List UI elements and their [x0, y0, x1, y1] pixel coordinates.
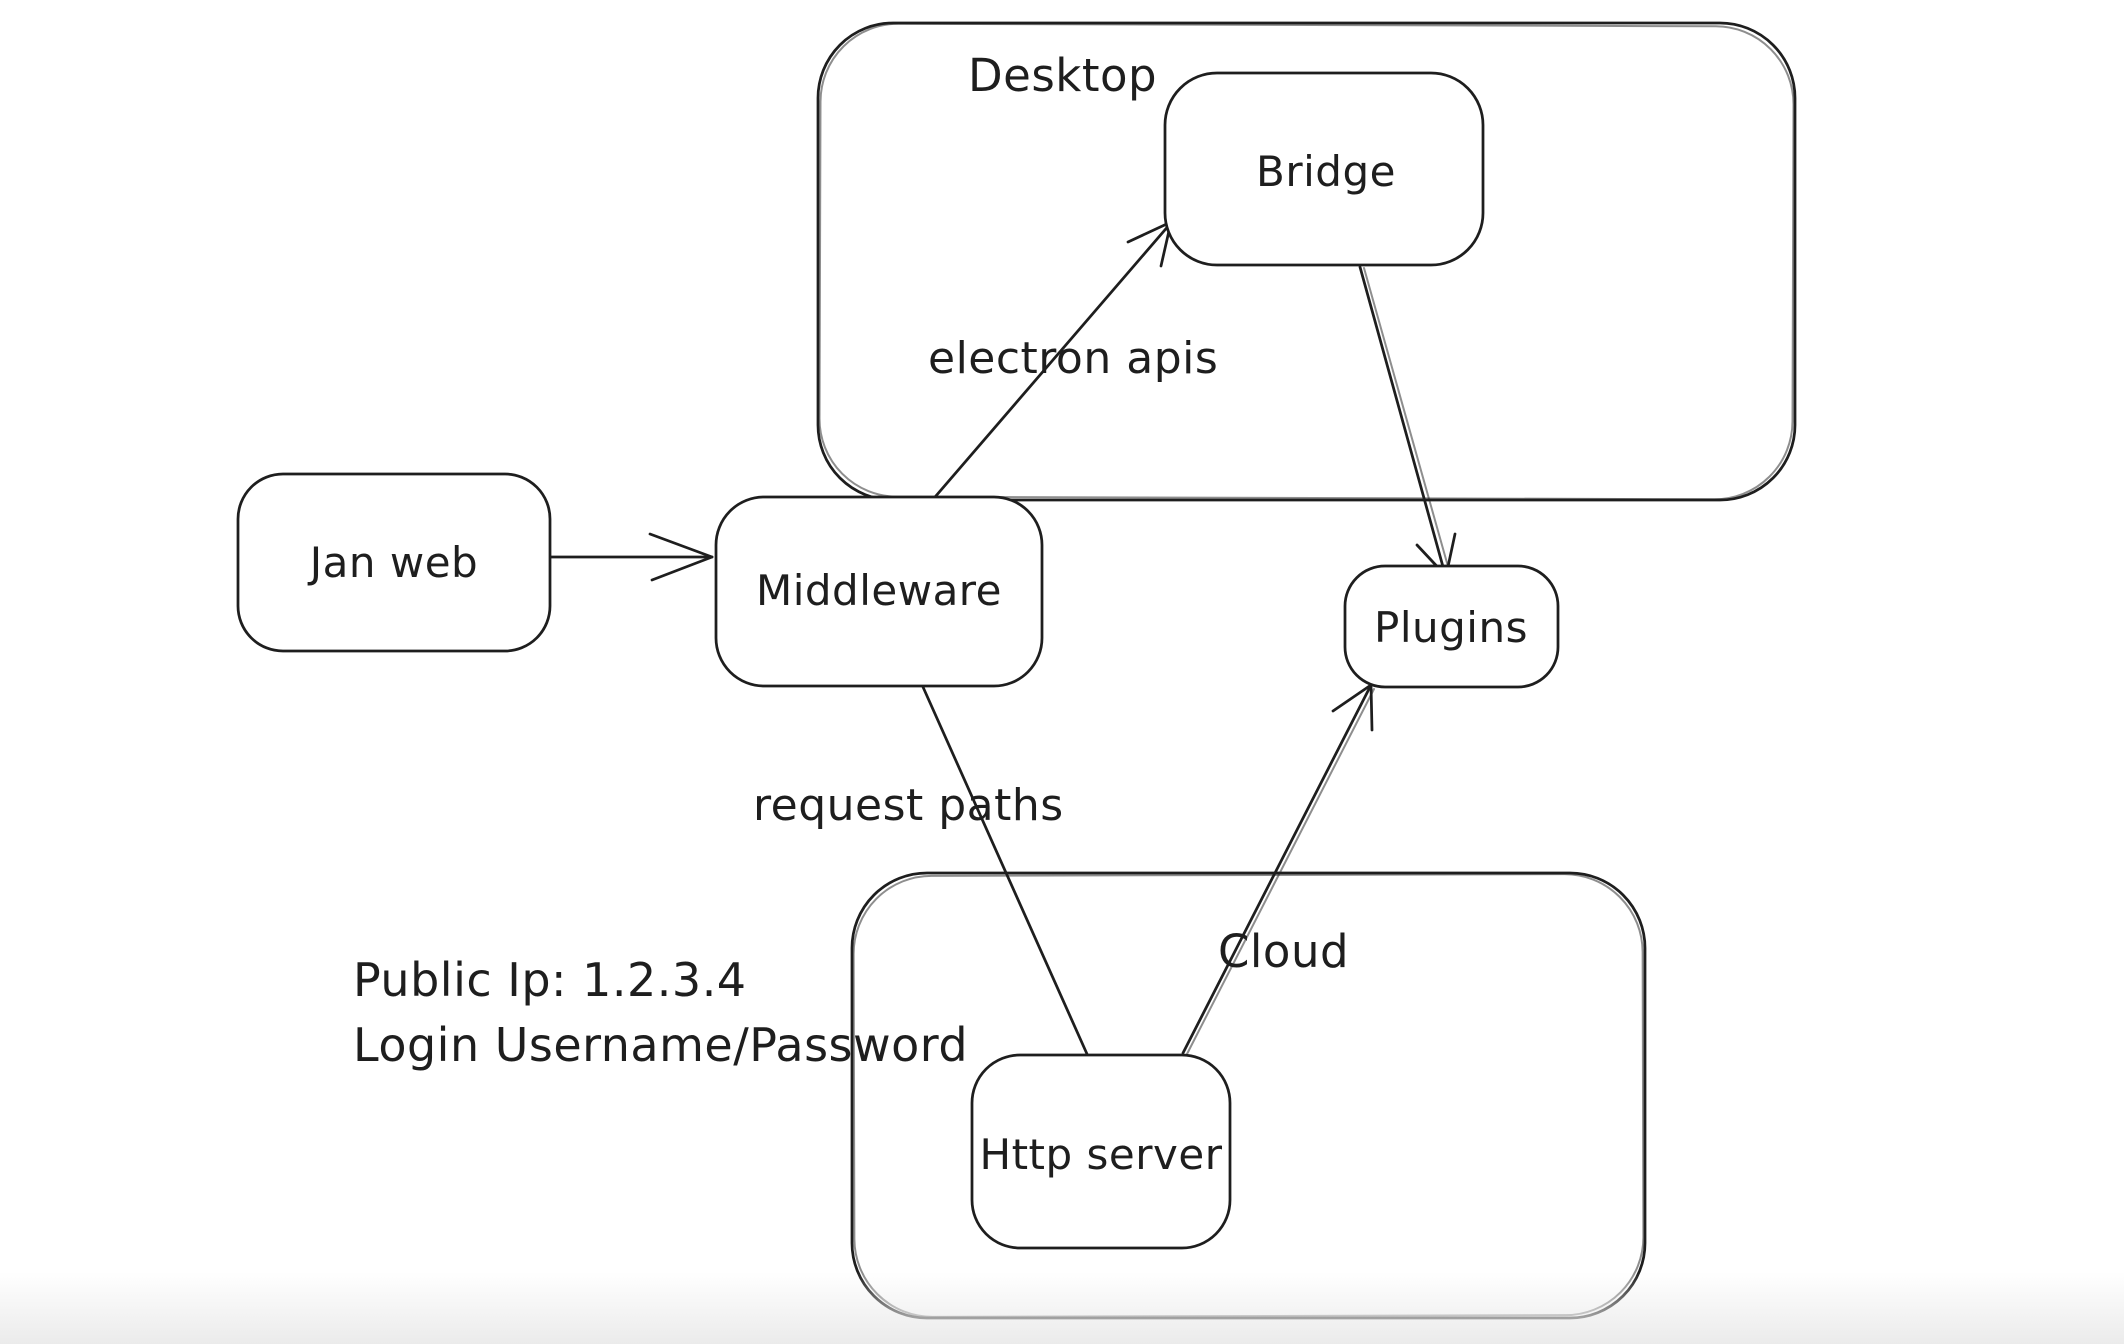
bridge-label: Bridge	[1256, 147, 1396, 196]
arrowhead-icon	[648, 532, 714, 582]
edge-jan-web-to-middleware[interactable]	[548, 532, 714, 582]
middleware-rect	[714, 495, 1044, 688]
plugins-rect	[1343, 564, 1560, 689]
edge-label-electron-apis[interactable]: electron apis	[928, 333, 1218, 384]
edge-line	[1358, 265, 1447, 576]
edge-line	[933, 222, 1172, 499]
annotation-line-2: Login Username/Password	[353, 1018, 968, 1072]
jan-web-rect	[236, 472, 552, 653]
plugins-label: Plugins	[1374, 603, 1528, 652]
jan-web-label: Jan web	[307, 538, 478, 587]
http-server-label: Http server	[980, 1130, 1223, 1179]
container-cloud[interactable]: Cloud	[850, 871, 1647, 1320]
desktop-rect	[816, 21, 1797, 502]
edge-bridge-to-plugins[interactable]	[1358, 265, 1457, 578]
edge-http-server-to-plugins[interactable]	[1181, 683, 1375, 1055]
annotation-note[interactable]: Public Ip: 1.2.3.4 Login Username/Passwo…	[353, 953, 968, 1072]
node-plugins[interactable]: Plugins	[1343, 564, 1560, 689]
node-jan-web[interactable]: Jan web	[236, 472, 552, 653]
edge-line-sketch-stroke	[1363, 267, 1450, 571]
node-middleware[interactable]: Middleware	[714, 495, 1044, 688]
container-desktop[interactable]: Desktop	[816, 21, 1797, 502]
bridge-rect	[1163, 71, 1485, 267]
node-bridge[interactable]: Bridge	[1163, 71, 1485, 267]
edge-label-request-paths[interactable]: request paths	[753, 780, 1064, 831]
edge-line	[1181, 685, 1372, 1055]
edge-middleware-to-http-server[interactable]	[921, 685, 1089, 1056]
annotation-line-1: Public Ip: 1.2.3.4	[353, 953, 747, 1007]
http-server-rect	[970, 1053, 1232, 1250]
node-http-server[interactable]: Http server	[970, 1053, 1232, 1250]
desktop-label: Desktop	[968, 49, 1157, 102]
desktop-rect-sketch-stroke	[818, 22, 1795, 501]
cloud-label: Cloud	[1218, 925, 1349, 978]
edge-line-sketch-stroke	[1186, 688, 1375, 1055]
middleware-label: Middleware	[756, 566, 1002, 615]
edge-line	[921, 685, 1089, 1056]
